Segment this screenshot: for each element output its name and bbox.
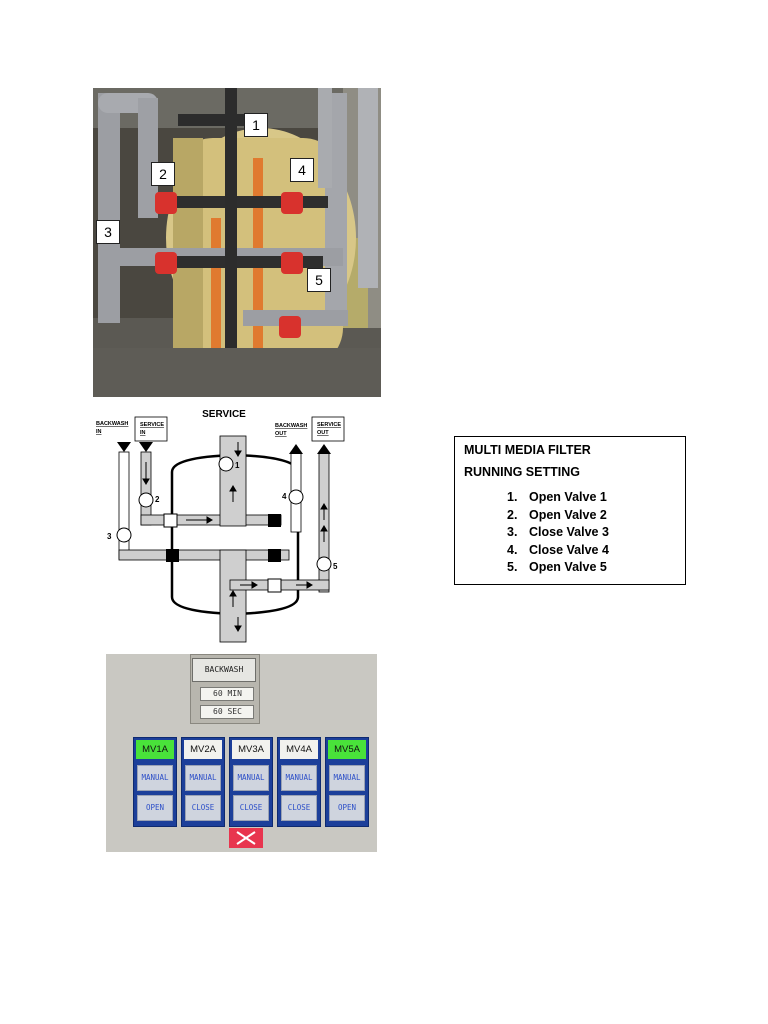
step-text: Close Valve 3	[529, 525, 609, 539]
label-backwash-in-1: BACKWASH	[96, 421, 128, 427]
settings-step: 3. Close Valve 3	[507, 524, 676, 542]
hmi-screen-photo: BACKWASH 60 MIN 60 SEC MV1A MANUAL OPEN …	[106, 654, 377, 852]
step-number: 1.	[507, 490, 518, 504]
valve-panel-mv2a: MV2A MANUAL CLOSE	[181, 737, 225, 827]
valve-state-button[interactable]: CLOSE	[281, 795, 317, 821]
valve-mode-button[interactable]: MANUAL	[281, 765, 317, 791]
valve-number-5: 5	[333, 562, 338, 571]
valve-panel-mv3a: MV3A MANUAL CLOSE	[229, 737, 273, 827]
valve-number-2: 2	[155, 495, 160, 504]
settings-subtitle: RUNNING SETTING	[464, 465, 580, 479]
label-service-in-1: SERVICE	[140, 422, 164, 428]
step-number: 5.	[507, 560, 518, 574]
backwash-minutes-field[interactable]: 60 MIN	[200, 687, 254, 701]
close-icon	[236, 831, 256, 845]
label-service-out-1: SERVICE	[317, 422, 341, 428]
step-text: Close Valve 4	[529, 542, 609, 557]
valve-name: MV5A	[328, 740, 366, 759]
valve-panel-mv4a: MV4A MANUAL CLOSE	[277, 737, 321, 827]
valve-state-button[interactable]: OPEN	[329, 795, 365, 821]
valve-panel-mv5a: MV5A MANUAL OPEN	[325, 737, 369, 827]
label-backwash-out-1: BACKWASH	[275, 423, 307, 429]
settings-step: 2. Open Valve 2	[507, 507, 676, 525]
label-service-in-2: IN	[140, 430, 146, 436]
valve-state-button[interactable]: CLOSE	[233, 795, 269, 821]
close-button[interactable]	[229, 828, 263, 848]
step-number: 4.	[507, 542, 518, 557]
valve-mode-button[interactable]: MANUAL	[185, 765, 221, 791]
settings-title: MULTI MEDIA FILTER	[464, 443, 591, 457]
photo-callout-1: 1	[244, 113, 268, 137]
step-number: 3.	[507, 525, 518, 539]
step-number: 2.	[507, 507, 518, 522]
valve-mode-button[interactable]: MANUAL	[329, 765, 365, 791]
valve-state-button[interactable]: CLOSE	[185, 795, 221, 821]
label-backwash-in-2: IN	[96, 429, 102, 435]
label-service-out-2: OUT	[317, 430, 329, 436]
backwash-seconds-field[interactable]: 60 SEC	[200, 705, 254, 719]
valve-number-1: 1	[235, 461, 240, 470]
valve-state-button[interactable]: OPEN	[137, 795, 173, 821]
service-flow-diagram: SERVICE BACKWASH IN SERVICE IN BACKWASH …	[90, 402, 380, 647]
photo-callout-4: 4	[290, 158, 314, 182]
valve-name: MV1A	[136, 740, 174, 759]
diagram-title: SERVICE	[202, 409, 246, 420]
settings-step: 1. Open Valve 1	[507, 489, 676, 507]
step-text: Open Valve 1	[529, 490, 607, 504]
valve-number-3: 3	[107, 532, 112, 541]
photo-callout-2: 2	[151, 162, 175, 186]
photo-callout-5: 5	[307, 268, 331, 292]
filter-photo-illustration	[93, 88, 381, 397]
step-text: Open Valve 2	[529, 507, 607, 522]
valve-number-4: 4	[282, 492, 287, 501]
valve-panel-mv1a: MV1A MANUAL OPEN	[133, 737, 177, 827]
backwash-button[interactable]: BACKWASH	[192, 658, 256, 682]
filter-photo: 1 2 3 4 5	[93, 88, 381, 397]
settings-step: 5. Open Valve 5	[507, 559, 676, 577]
settings-steps: 1. Open Valve 1 2. Open Valve 2 3. Close Va…	[464, 489, 676, 577]
running-setting-box: MULTI MEDIA FILTER RUNNING SETTING 1. Ope…	[454, 436, 686, 585]
valve-mode-button[interactable]: MANUAL	[233, 765, 269, 791]
settings-step: 4. Close Valve 4	[507, 542, 676, 560]
step-text: Open Valve 5	[529, 560, 607, 574]
valve-name: MV4A	[280, 740, 318, 759]
valve-name: MV2A	[184, 740, 222, 759]
label-backwash-out-2: OUT	[275, 431, 287, 437]
valve-name: MV3A	[232, 740, 270, 759]
valve-mode-button[interactable]: MANUAL	[137, 765, 173, 791]
photo-callout-3: 3	[96, 220, 120, 244]
